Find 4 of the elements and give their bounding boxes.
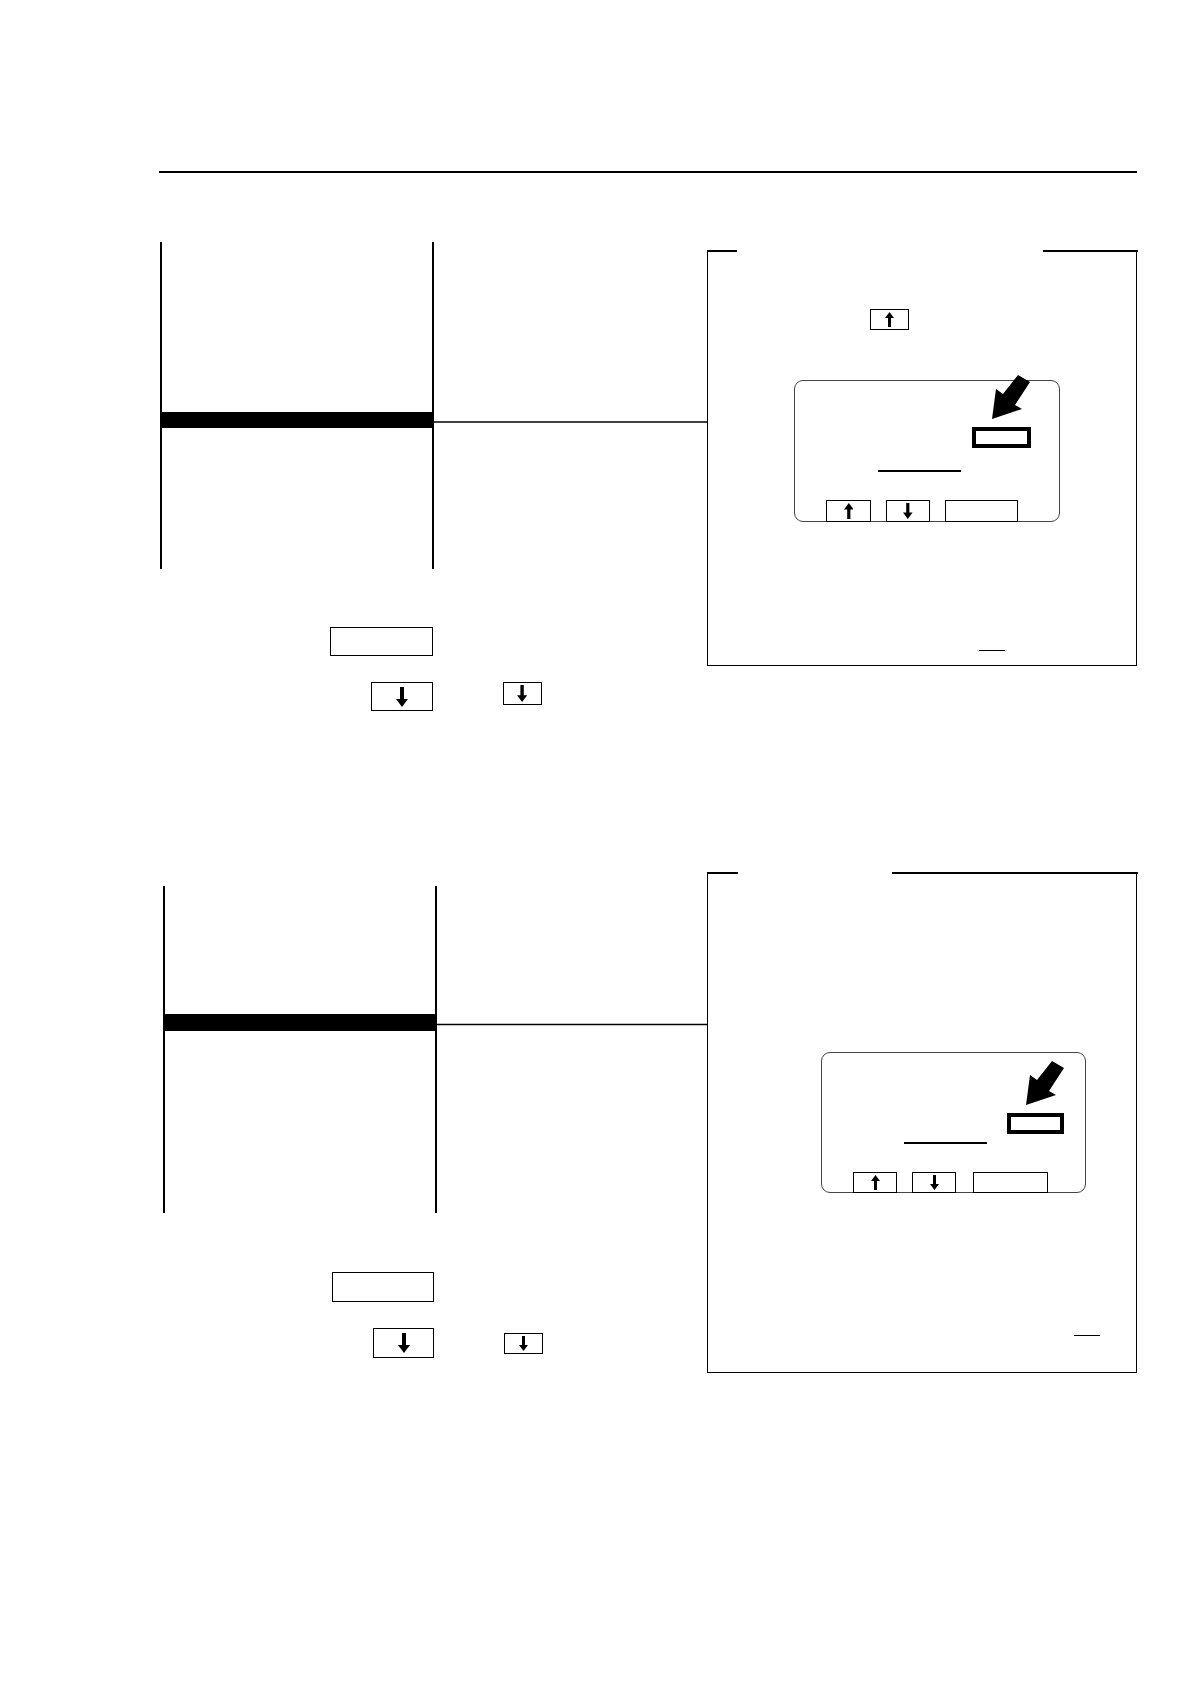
connector-line <box>434 1023 708 1026</box>
connector-line <box>431 421 708 423</box>
highlight-bar <box>160 412 432 428</box>
highlight-bar <box>163 1014 435 1031</box>
